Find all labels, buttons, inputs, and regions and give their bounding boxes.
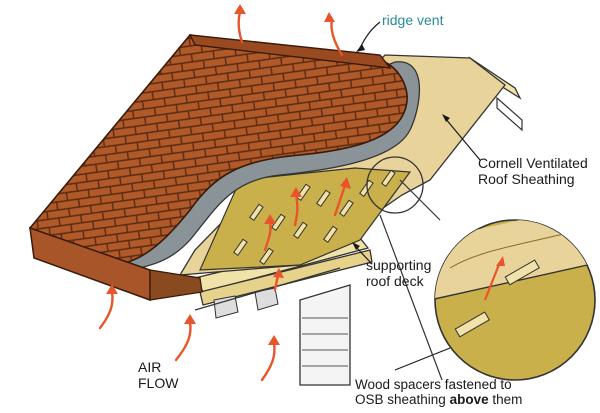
air-line-1: AIR [138, 359, 162, 375]
spacers-line-2: OSB sheathing above them [355, 392, 595, 407]
wood-spacers-label: Wood spacers fastened to OSB sheathing a… [355, 377, 595, 407]
roof-deck-label: supporting roof deck [366, 257, 476, 289]
air-flow-arrows [98, 10, 347, 382]
deck-line-2: roof deck [366, 272, 424, 289]
spacers-line-1: Wood spacers fastened to [355, 377, 512, 392]
spacers-line-2-pre: OSB sheathing [355, 392, 450, 408]
deck-line-1: supporting [366, 257, 432, 273]
fascia-board [29, 226, 203, 302]
air-flow-arrowheads [106, 4, 351, 345]
gable-siding [299, 284, 351, 386]
spacers-line-2-bold: above [449, 392, 489, 408]
ridge-vent-label: ridge vent [382, 12, 444, 29]
air-line-2: FLOW [138, 374, 179, 391]
cornell-line-2: Roof Sheathing [478, 170, 575, 187]
detail-marker [366, 156, 424, 214]
cornell-line-1: Cornell Ventilated [478, 155, 588, 171]
air-flow-label: AIR FLOW [138, 359, 198, 391]
spacers-line-2-post: them [488, 392, 523, 408]
wood-spacers [233, 169, 396, 265]
zoom-inset [434, 219, 596, 381]
ridge-vent-text: ridge vent [382, 12, 444, 28]
cornell-sheathing-label: Cornell Ventilated Roof Sheathing [478, 155, 598, 187]
shingle-roof [28, 34, 408, 263]
osb-layer [199, 167, 412, 271]
